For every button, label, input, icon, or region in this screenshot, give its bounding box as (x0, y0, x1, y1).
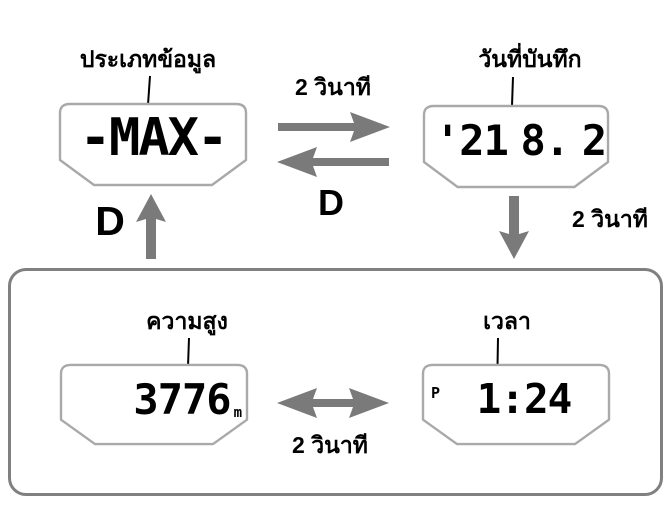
data-type-display: -MAX- (58, 102, 248, 187)
arrow-up-icon (136, 194, 166, 259)
arrow-left-icon (277, 147, 389, 177)
recorded-date-display: '21 8. 2 (422, 104, 610, 189)
recorded-date-label: วันที่บันทึก (478, 46, 582, 72)
recorded-date-value: '21 8. 2 (435, 104, 607, 177)
pm-indicator: P (431, 384, 441, 402)
lcd-frame-icon (422, 104, 610, 189)
arrow-right-icon (278, 112, 390, 142)
altitude-value: 3776 (133, 374, 231, 424)
time-display: P 1:24 (421, 363, 611, 446)
altitude-value-group: 3776 m (59, 363, 249, 446)
button-d-label-left: D (95, 198, 125, 244)
time-label: เวลา (483, 308, 531, 334)
button-d-label-top: D (318, 182, 344, 223)
lcd-frame-icon (421, 363, 611, 446)
lcd-frame-icon (58, 102, 248, 187)
data-type-label: ประเภทข้อมูล (79, 46, 217, 72)
altitude-display: 3776 m (59, 363, 249, 446)
swap-interval-label: 2 วินาที (292, 432, 368, 458)
altitude-label: ความสูง (146, 308, 228, 334)
date-year-text: '21 (435, 116, 509, 165)
arrow-down-icon (499, 196, 529, 259)
lcd-frame-icon (59, 363, 249, 446)
arrow-left-right-icon (277, 388, 389, 418)
time-value: 1:24 (476, 375, 573, 423)
data-type-value: -MAX- (79, 108, 229, 168)
altitude-unit: m (233, 405, 242, 421)
date-day-text: 2 (581, 116, 607, 165)
toggle-interval-label: 2 วินาที (295, 74, 371, 100)
advance-interval-label: 2 วินาที (572, 206, 648, 232)
date-month-text: 8. (520, 116, 570, 165)
